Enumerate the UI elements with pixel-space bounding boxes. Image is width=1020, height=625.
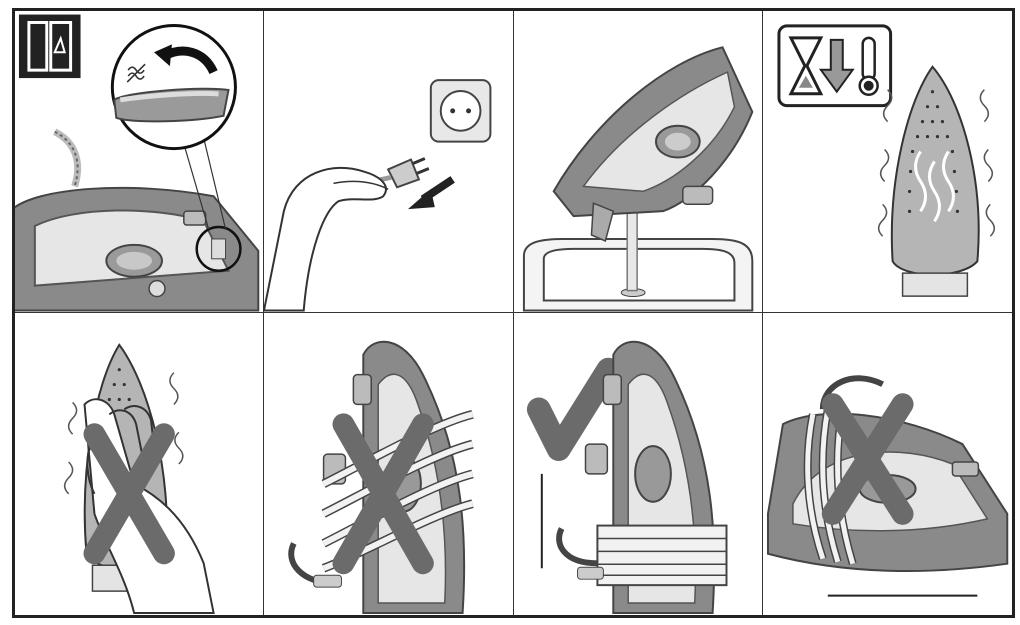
correct-storage-illustration <box>526 340 727 614</box>
prohibited-cross-icon <box>83 423 175 565</box>
panel-cool-down <box>762 11 1012 313</box>
no-wrap-hot-illustration <box>288 340 474 614</box>
unplug-arrow-icon <box>408 176 456 210</box>
steam-off-icon <box>126 63 146 83</box>
iron-tilted <box>552 46 753 242</box>
wrapped-cord <box>595 524 727 587</box>
steam-off-illustration <box>15 14 260 312</box>
no-touch-illustration <box>63 343 215 614</box>
magnifier-detail-icon <box>110 23 237 151</box>
no-flat-storage-illustration <box>766 375 1009 597</box>
panel-no-wrap-hot <box>264 313 514 615</box>
instruction-grid <box>15 11 1012 615</box>
empty-tank-illustration <box>522 46 753 312</box>
panel-unplug <box>264 11 514 313</box>
sink-icon <box>522 237 753 312</box>
heat-wave-icon <box>877 89 995 237</box>
wall-socket-icon <box>430 79 492 143</box>
panel-no-flat-storage <box>762 313 1012 615</box>
cool-down-illustration <box>777 24 995 297</box>
panel-no-touch <box>15 313 265 615</box>
rotate-arrow-icon <box>154 44 218 75</box>
thermometer-icon <box>858 36 879 96</box>
soleplate <box>890 65 980 297</box>
wardrobe-storage-icon <box>18 14 81 79</box>
unplug-illustration <box>264 79 492 312</box>
hourglass-icon <box>788 36 823 96</box>
instruction-sheet <box>12 8 1015 618</box>
arrow-down-icon <box>818 38 855 94</box>
water-stream-icon <box>625 200 638 292</box>
prohibited-cross-icon <box>821 393 914 525</box>
iron-body <box>15 186 260 312</box>
iron-upright <box>323 340 466 614</box>
prohibited-cross-icon <box>332 413 435 575</box>
check-mark-icon <box>526 357 620 462</box>
heat-wave-icon <box>63 372 184 495</box>
panel-empty-tank <box>513 11 763 313</box>
cool-icon-box <box>777 24 892 108</box>
panel-steam-off <box>15 11 265 313</box>
panel-correct-storage <box>513 313 763 615</box>
detail-highlight-circle <box>195 225 242 272</box>
hand <box>264 166 389 312</box>
